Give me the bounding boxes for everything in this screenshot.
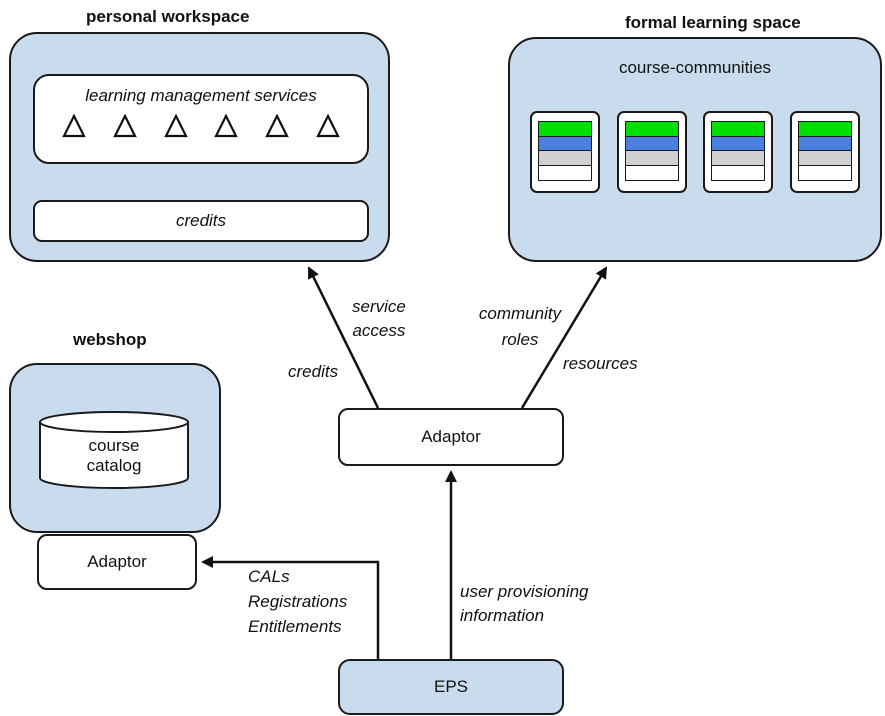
community-roles-label: community roles [478, 304, 562, 349]
service-icons-row [35, 114, 367, 138]
webshop-adaptor-label: Adaptor [87, 552, 147, 571]
triangle-icon [265, 114, 289, 138]
course-community-card [616, 111, 687, 193]
triangle-icon [315, 114, 340, 138]
credits-label: credits [175, 211, 227, 230]
webshop-title: webshop [73, 330, 147, 349]
course-communities-label: course-communities [618, 58, 772, 77]
cals-arrow [201, 556, 380, 659]
community-card-stripe [797, 164, 852, 181]
community-roles-arrow [520, 266, 608, 409]
webshop-panel: course catalog [9, 363, 221, 533]
triangle-icon [113, 114, 137, 138]
course-catalog-label: course catalog [86, 436, 142, 475]
personal-workspace-panel: learning management services credits [9, 32, 390, 262]
course-community-cards [530, 111, 860, 193]
cals-registrations-entitlements-label: CALs Registrations Entitlements [248, 567, 348, 636]
service-access-arrow [307, 266, 380, 409]
learning-management-services-box: learning management services [33, 74, 369, 164]
resources-label: resources [563, 354, 638, 373]
formal-learning-space-title: formal learning space [625, 13, 801, 32]
center-adaptor-box: Adaptor [338, 408, 564, 466]
personal-workspace-title: personal workspace [86, 7, 250, 26]
webshop-adaptor-box: Adaptor [37, 534, 197, 590]
service-access-label: service access [352, 297, 406, 340]
eps-box: EPS [338, 659, 564, 715]
triangle-icon [163, 114, 188, 138]
learning-management-services-label: learning management services [85, 86, 317, 105]
community-card-stripe [711, 164, 766, 181]
user-provisioning-label: user provisioning information [460, 582, 589, 625]
credits-box: credits [33, 200, 369, 242]
community-card-stripe [624, 164, 679, 181]
triangle-icon [214, 114, 239, 138]
course-community-card [703, 111, 774, 193]
center-adaptor-label: Adaptor [421, 427, 481, 446]
formal-learning-space-panel: course-communities [508, 37, 882, 262]
triangle-icon [62, 114, 87, 138]
course-catalog-database-icon [39, 411, 189, 489]
course-community-card [530, 111, 600, 193]
eps-label: EPS [433, 677, 469, 696]
credits-edge-label: credits [288, 362, 339, 381]
community-card-stripe [538, 164, 592, 181]
course-community-card [789, 111, 860, 193]
